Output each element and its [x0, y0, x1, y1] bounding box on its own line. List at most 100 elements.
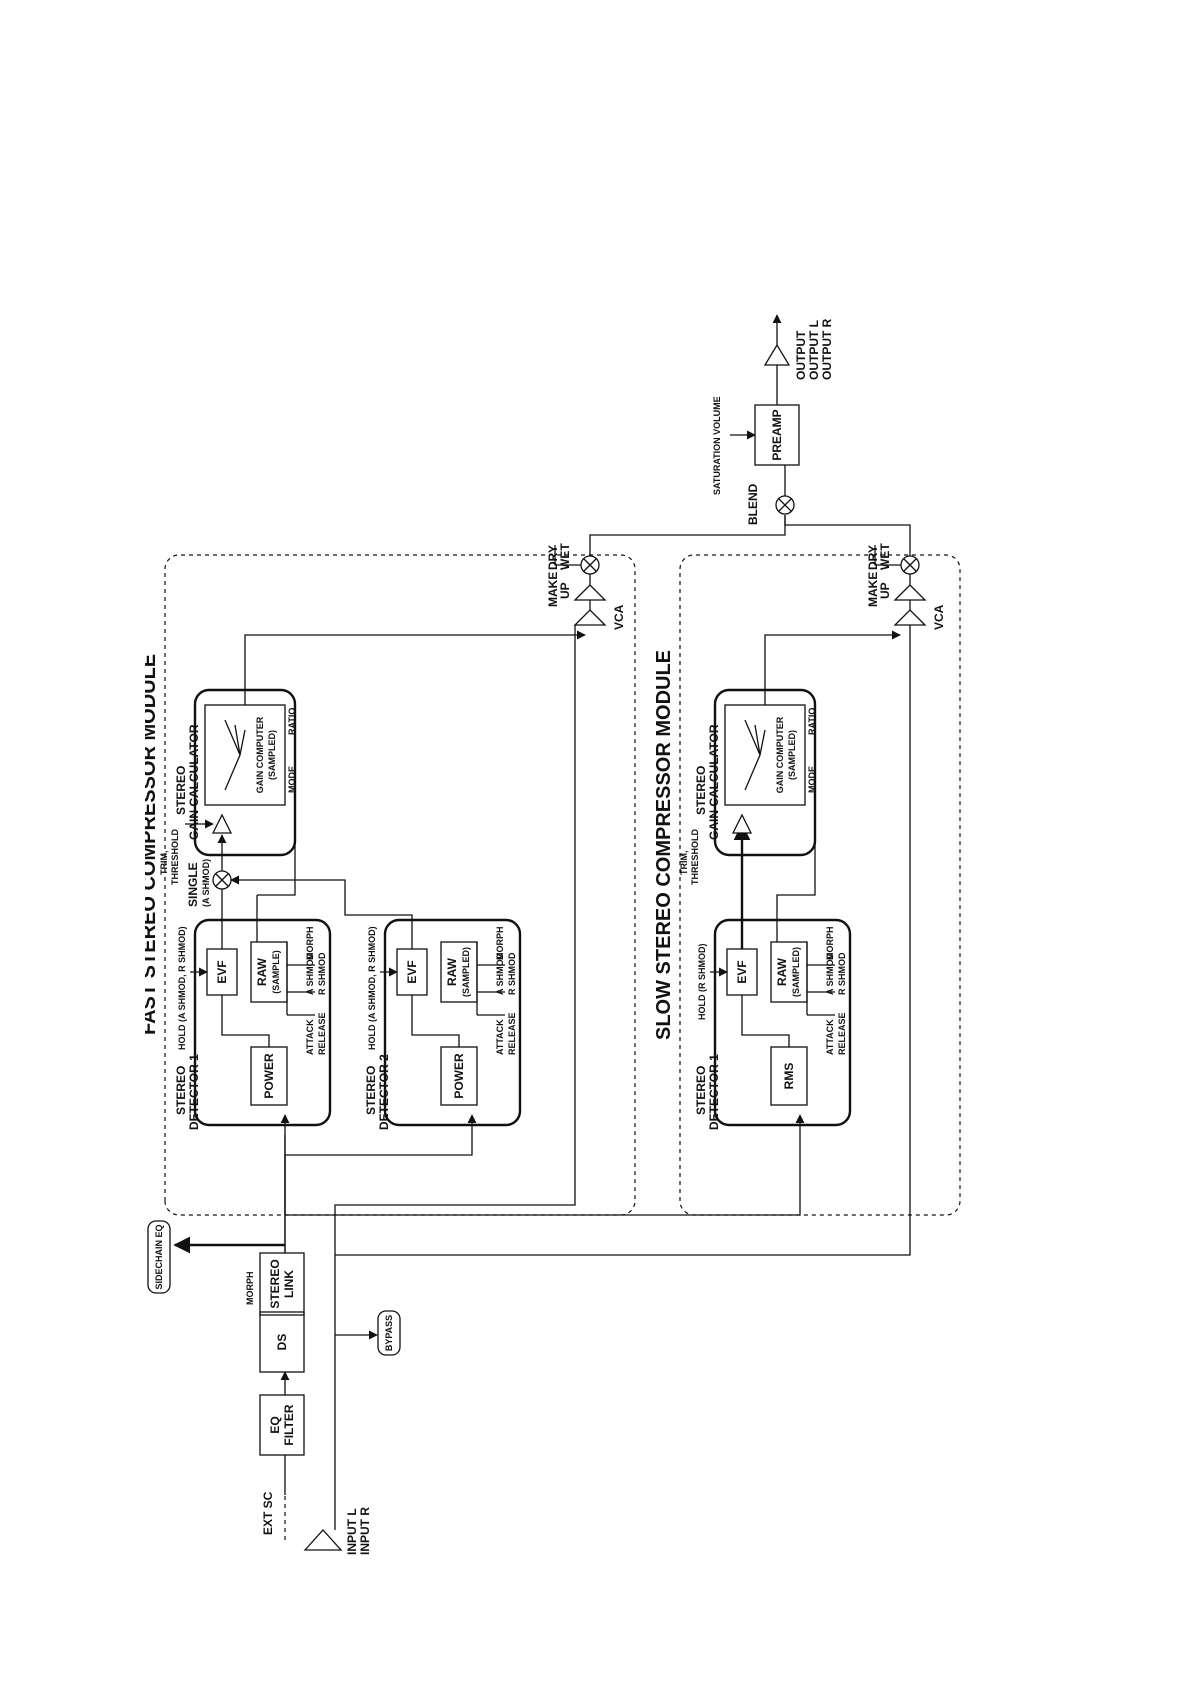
fast-det2-hold-label: HOLD (A SHMOD, R SHMOD)	[367, 926, 377, 1050]
input-bus-to-dryarrow-wire	[334, 755, 576, 1215]
fast-drywet-label-1: DRY	[546, 545, 560, 570]
slow-ratio-label: RATIO	[807, 708, 817, 735]
eq-filter-label-2: FILTER	[282, 1404, 296, 1445]
slow-det1-raw-label-2: (SAMPLED)	[791, 947, 801, 997]
ds-label: DS	[275, 1334, 289, 1351]
input-triangle	[303, 1529, 343, 1551]
slow-gaincalc-title-1: STEREO	[694, 766, 708, 815]
fast-det1-title-1: STEREO	[174, 1066, 188, 1115]
output-triangle	[763, 343, 791, 366]
saturation-volume-label: SATURATION VOLUME	[712, 396, 722, 495]
fast-det1-hold-label: HOLD (A SHMOD, R SHMOD)	[177, 926, 187, 1050]
fast-det2-rshmod-label: R SHMOD	[507, 952, 517, 995]
fast-det2-attack-label: ATTACK	[495, 1019, 505, 1055]
fast-det1-power-label: POWER	[262, 1053, 276, 1099]
input-label-2: INPUT R	[358, 1507, 372, 1555]
fast-vca-triangle	[573, 609, 607, 626]
slow-vca-label: VCA	[932, 604, 946, 630]
stereo-link-block	[259, 1252, 305, 1316]
preamp-label: PREAMP	[770, 409, 784, 460]
fast-det2-release-label: RELEASE	[507, 1012, 517, 1055]
fast-det2-ashmod-label: A SHMOD	[495, 952, 505, 995]
stereo-link-morph-label: MORPH	[245, 1272, 255, 1306]
slow-det1-hold-label: HOLD (R SHMOD)	[697, 944, 707, 1021]
fast-det1-ctrl-bus	[286, 942, 315, 1016]
fast-drywet-feedback	[554, 545, 581, 566]
fast-trim-label-2: THRESHOLD	[170, 829, 180, 886]
stereo-link-label-1: STEREO	[268, 1259, 282, 1308]
output-label-2: OUTPUT L	[807, 320, 821, 380]
slow-trim-label-1: TRIM,	[679, 851, 689, 876]
sidechain-to-slow-det1-wire	[285, 1114, 805, 1216]
slow-module-title: SLOW STEREO COMPRESSOR MODULE	[653, 650, 675, 1040]
slow-gaincalc-to-vca	[764, 630, 901, 705]
slow-det1-rshmod-label: R SHMOD	[837, 952, 847, 995]
sidechain-eq-pill[interactable]	[147, 1220, 171, 1294]
sidechain-to-fast-det2-wire	[285, 1114, 477, 1156]
fast-signal-chain-wire	[574, 574, 591, 755]
slow-gaincalc-box	[713, 688, 817, 857]
fast-gaincalc-title-2: GAIN CALCULATOR	[187, 724, 201, 840]
slow-drywet-x	[903, 558, 917, 572]
fast-det1-attack-label: ATTACK	[305, 1019, 315, 1055]
fast-gain-computer-label-2: (SAMPLED)	[267, 730, 277, 780]
fast-module-title: FAST STEREO COMPRESSOR MODULE	[145, 654, 160, 1035]
blend-label: BLEND	[746, 483, 760, 525]
fast-trim-triangle	[211, 813, 233, 834]
slow-trim-label-2: THRESHOLD	[690, 829, 700, 886]
slow-vca-triangle	[893, 609, 927, 626]
fast-gain-curve-icon	[224, 719, 246, 791]
slow-makeup-label-2: UP	[878, 582, 892, 599]
fast-det1-ashmod-label: A SHMOD	[305, 952, 315, 995]
fast-gaincalc-box	[193, 688, 297, 857]
slow-det1-raw-out	[776, 805, 816, 942]
fast-det1-raw-label-2: (SAMPLE)	[271, 950, 281, 994]
fast-det1-title-2: DETECTOR 1	[187, 1054, 201, 1130]
slow-makeup-triangle	[893, 584, 927, 601]
slow-det1-rms-label: RMS	[782, 1063, 796, 1090]
slow-det1-release-label: RELEASE	[837, 1012, 847, 1055]
fast-makeup-label-2: UP	[558, 582, 572, 599]
slow-det1-morph-label: MORPH	[825, 927, 835, 961]
fast-detector2-box	[383, 918, 522, 1127]
fast-det2-title-1: STEREO	[364, 1066, 378, 1115]
fast-vca-label: VCA	[612, 604, 626, 630]
slow-det1-attack-label: ATTACK	[825, 1019, 835, 1055]
fast-makeup-label-1: MAKE	[546, 572, 560, 607]
fast-det1-morph-label: MORPH	[305, 927, 315, 961]
input-to-slow-drywet-wire	[335, 725, 911, 1256]
fast-mode-label: MODE	[287, 766, 297, 793]
slow-gain-computer-label-1: GAIN COMPUTER	[775, 716, 785, 793]
fast-trim-label-1: TRIM,	[159, 851, 169, 876]
fast-det2-to-single	[230, 875, 413, 930]
slow-mode-label: MODE	[807, 766, 817, 793]
fast-drywet-x	[583, 558, 597, 572]
fast-det2-ctrl-bus	[476, 942, 505, 1016]
slow-trim-triangle	[731, 813, 753, 834]
slow-makeup-label-1: MAKE	[866, 572, 880, 607]
fast-det2-evf-label: EVF	[405, 960, 419, 983]
bypass-label: BYPASS	[384, 1315, 394, 1351]
fast-det2-title-2: DETECTOR 2	[377, 1054, 391, 1130]
blend-mixer-x	[778, 498, 792, 512]
slow-module-frame	[679, 554, 961, 1216]
slow-det1-ashmod-label: A SHMOD	[825, 952, 835, 995]
output-label-1: OUTPUT	[794, 330, 808, 380]
slow-gaincalc-title-2: GAIN CALCULATOR	[707, 724, 721, 840]
fast-gaincalc-title-1: STEREO	[174, 766, 188, 815]
stereo-link-label-2: LINK	[282, 1270, 296, 1298]
fast-det2-raw-label-2: (SAMPLED)	[461, 947, 471, 997]
sidechain-eq-label: SIDECHAIN EQ	[154, 1224, 164, 1289]
fast-ratio-label: RATIO	[287, 708, 297, 735]
bypass-pill[interactable]	[377, 1310, 401, 1356]
slow-gain-computer-label-2: (SAMPLED)	[787, 730, 797, 780]
signal-flow-diagram: FAST STEREO COMPRESSOR MODULE SLOW STERE…	[145, 314, 961, 1555]
slow-det1-title-1: STEREO	[694, 1066, 708, 1115]
input-label-1: INPUT L	[345, 1508, 359, 1555]
fast-makeup-triangle	[573, 584, 607, 601]
ext-sc-label: EXT SC	[261, 1491, 275, 1535]
slow-detector1-box	[713, 918, 852, 1127]
slow-gain-curve-icon	[744, 719, 766, 791]
fast-gaincalc-to-vca	[244, 630, 586, 705]
